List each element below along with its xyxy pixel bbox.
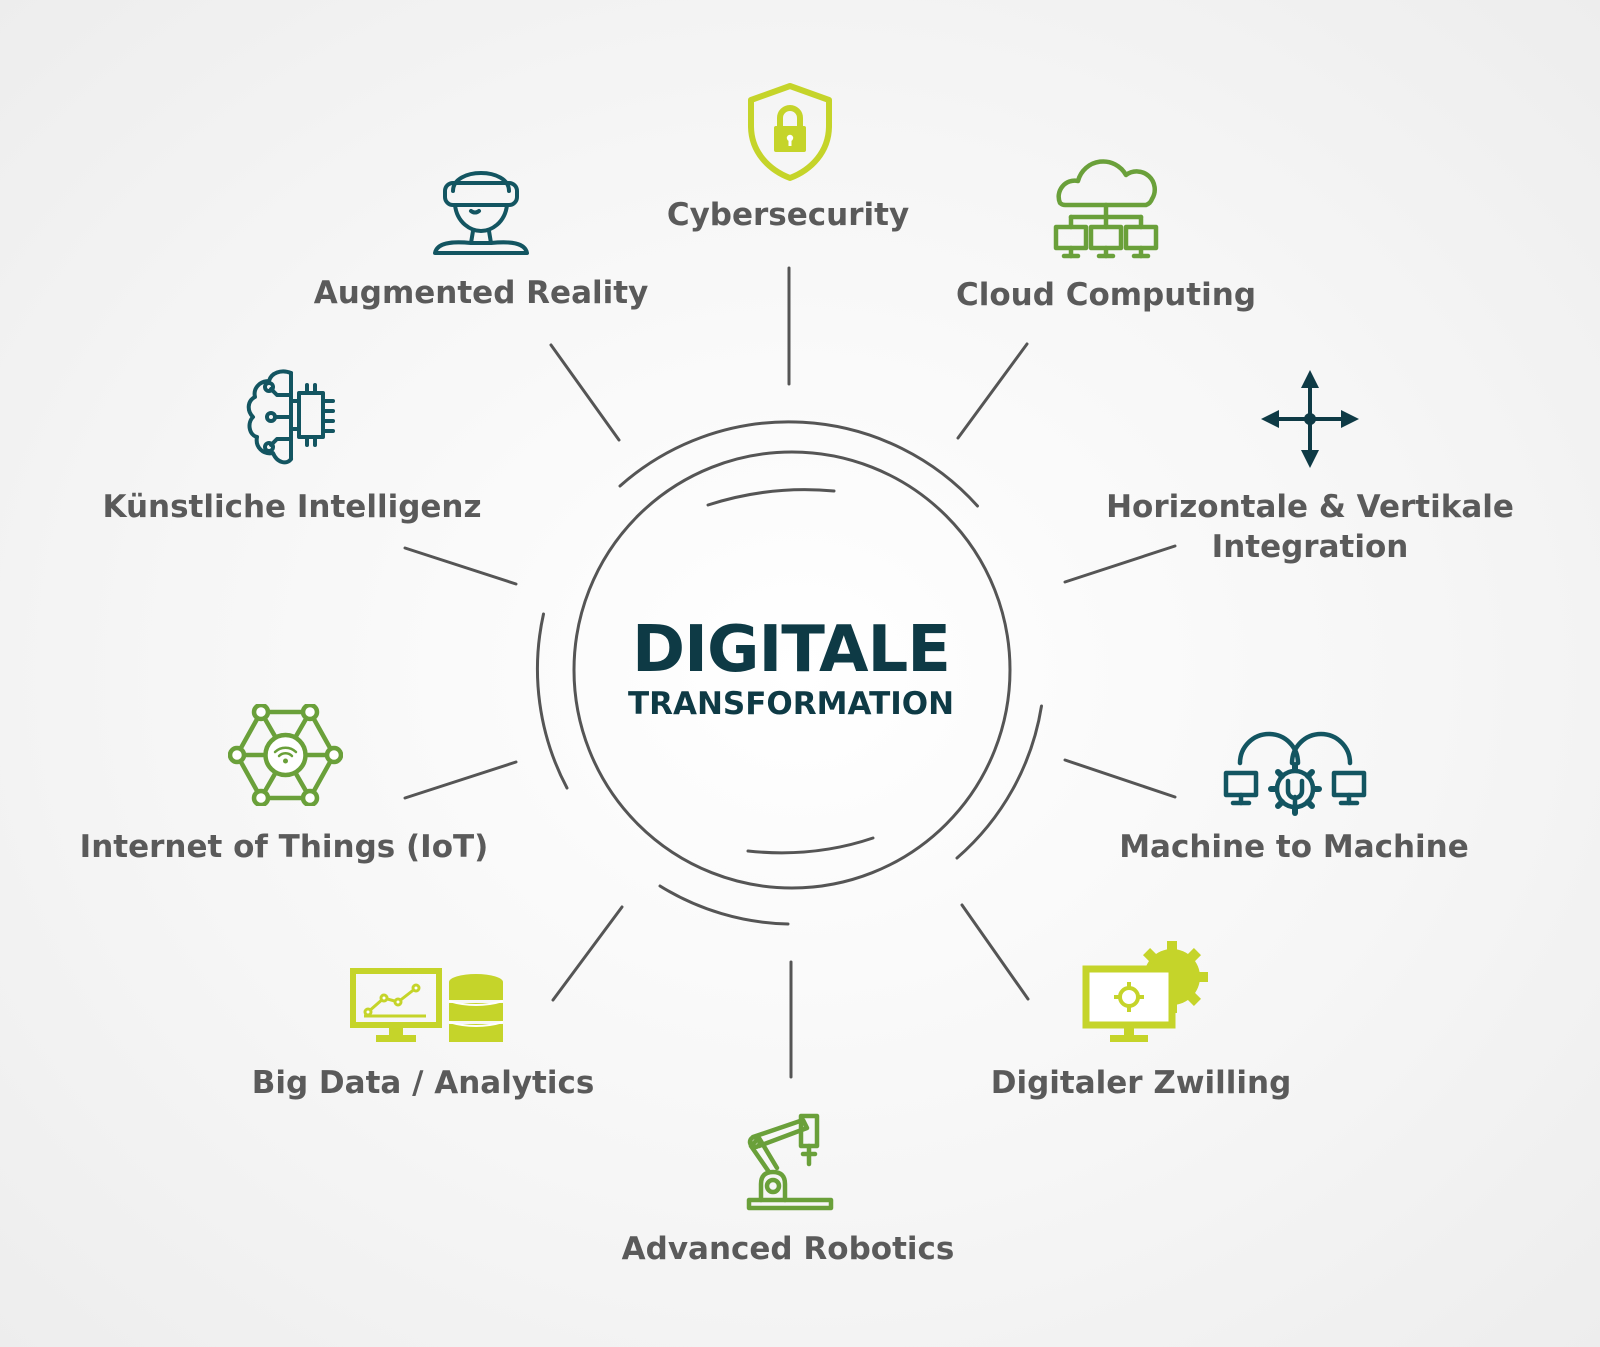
center-ring-arc	[658, 884, 790, 926]
spoke-bigdata	[551, 905, 624, 1002]
center-ring-arc	[706, 488, 836, 507]
spoke-integration	[1063, 544, 1177, 584]
center-ring-arc	[535, 612, 569, 790]
node-label-m2m: Machine to Machine	[1119, 829, 1469, 865]
center-ring-arc	[955, 704, 1043, 860]
spoke-ai	[403, 546, 518, 586]
node-label-cybersecurity: Cybersecurity	[666, 197, 910, 233]
shield-lock-icon	[748, 83, 832, 181]
node-label-robotics: Advanced Robotics	[621, 1231, 955, 1267]
node-label-bigdata: Big Data / Analytics	[251, 1065, 595, 1101]
node-label-integration-line2: Integration	[1211, 529, 1409, 565]
center-circle	[572, 450, 1012, 890]
node-label-cloud: Cloud Computing	[955, 277, 1257, 313]
spoke-ar	[549, 343, 621, 442]
spoke-iot	[403, 760, 518, 800]
center-ring-arc	[746, 836, 875, 855]
monitor-gear-icon	[1082, 941, 1208, 1042]
four-way-arrows-icon	[1261, 370, 1359, 468]
robot-arm-icon	[746, 1113, 834, 1211]
node-label-twin: Digitaler Zwilling	[990, 1065, 1292, 1101]
vr-headset-person-icon	[433, 171, 529, 255]
node-label-iot: Internet of Things (IoT)	[79, 829, 489, 865]
monitor-database-icon	[350, 968, 504, 1042]
spoke-cloud	[956, 342, 1029, 440]
iot-network-icon	[228, 704, 343, 806]
node-label-ai: Künstliche Intelligenz	[102, 489, 482, 525]
machine-to-machine-icon	[1223, 731, 1367, 816]
brain-chip-icon	[246, 369, 335, 465]
node-label-integration: Horizontale & Vertikale	[1106, 489, 1514, 525]
center-title: DIGITALE	[632, 613, 951, 687]
spoke-m2m	[1063, 758, 1177, 799]
center-subtitle: TRANSFORMATION	[627, 686, 955, 722]
spoke-twin	[960, 903, 1030, 1001]
cloud-network-icon	[1053, 159, 1159, 259]
node-label-ar: Augmented Reality	[313, 275, 649, 311]
center-ring-arc	[618, 420, 979, 508]
